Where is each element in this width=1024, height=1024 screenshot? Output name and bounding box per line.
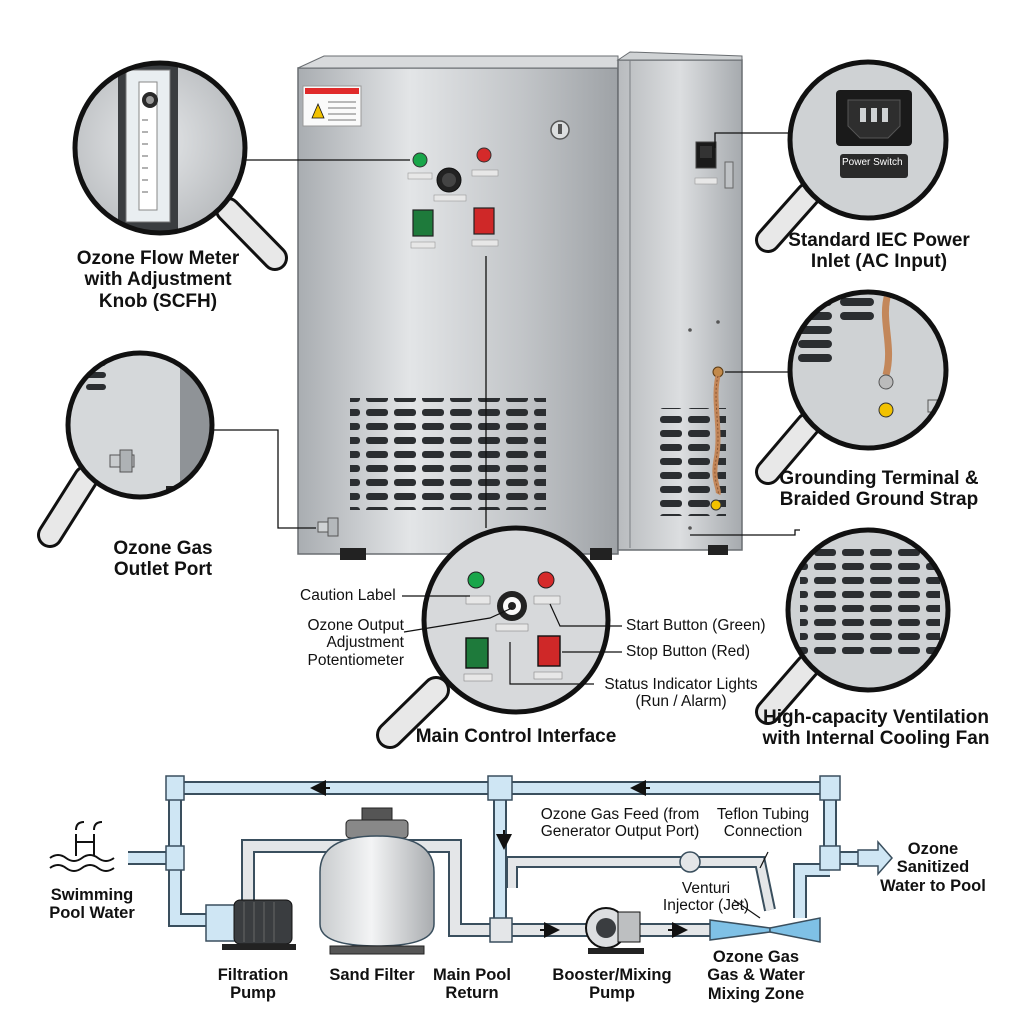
- stop-button-label: Stop Button (Red): [626, 643, 751, 660]
- potentiometer-label: Ozone Output Adjustment Potentiometer: [307, 617, 404, 669]
- ventilation-magnifier: [755, 527, 951, 725]
- gas-outlet-magnifier: [37, 350, 215, 548]
- flow-meter-label: Ozone Flow Meter with Adjustment Knob (S…: [76, 248, 240, 312]
- power-switch-tag: Power Switch: [840, 157, 905, 168]
- power-inlet-magnifier: [755, 59, 949, 253]
- flow-meter-magnifier: [72, 60, 288, 271]
- sanitized-water-label: Ozone Sanitized Water to Pool: [880, 840, 986, 895]
- power-inlet-label: Standard IEC Power Inlet (AC Input): [788, 230, 970, 273]
- grounding-magnifier: [755, 289, 949, 485]
- control-magnifier: [376, 525, 611, 749]
- caution-label: Caution Label: [300, 587, 396, 604]
- generator-cabinet: [297, 51, 743, 560]
- status-lights-label: Status Indicator Lights (Run / Alarm): [604, 676, 758, 711]
- plumbing-diagram: [49, 775, 893, 955]
- main-control-label: Main Control Interface: [415, 726, 617, 747]
- teflon-label: Teflon Tubing Connection: [716, 806, 810, 841]
- gas-feed-label: Ozone Gas Feed (from Generator Output Po…: [540, 806, 700, 841]
- gas-outlet-label: Ozone Gas Outlet Port: [113, 538, 213, 581]
- booster-pump-label: Booster/Mixing Pump: [552, 966, 672, 1003]
- mixing-zone-label: Ozone Gas Gas & Water Mixing Zone: [707, 948, 805, 1003]
- leader-lines: [212, 132, 800, 536]
- sand-filter-label: Sand Filter: [329, 966, 415, 984]
- venturi-label: Venturi Injector (Jet): [662, 880, 750, 915]
- pool-water-label: Swimming Pool Water: [49, 886, 135, 923]
- ventilation-label: High-capacity Ventilation with Internal …: [762, 707, 990, 750]
- start-button-label: Start Button (Green): [626, 617, 766, 634]
- grounding-label: Grounding Terminal & Braided Ground Stra…: [779, 468, 979, 511]
- main-return-label: Main Pool Return: [433, 966, 511, 1003]
- filtration-pump-label: Filtration Pump: [217, 966, 289, 1003]
